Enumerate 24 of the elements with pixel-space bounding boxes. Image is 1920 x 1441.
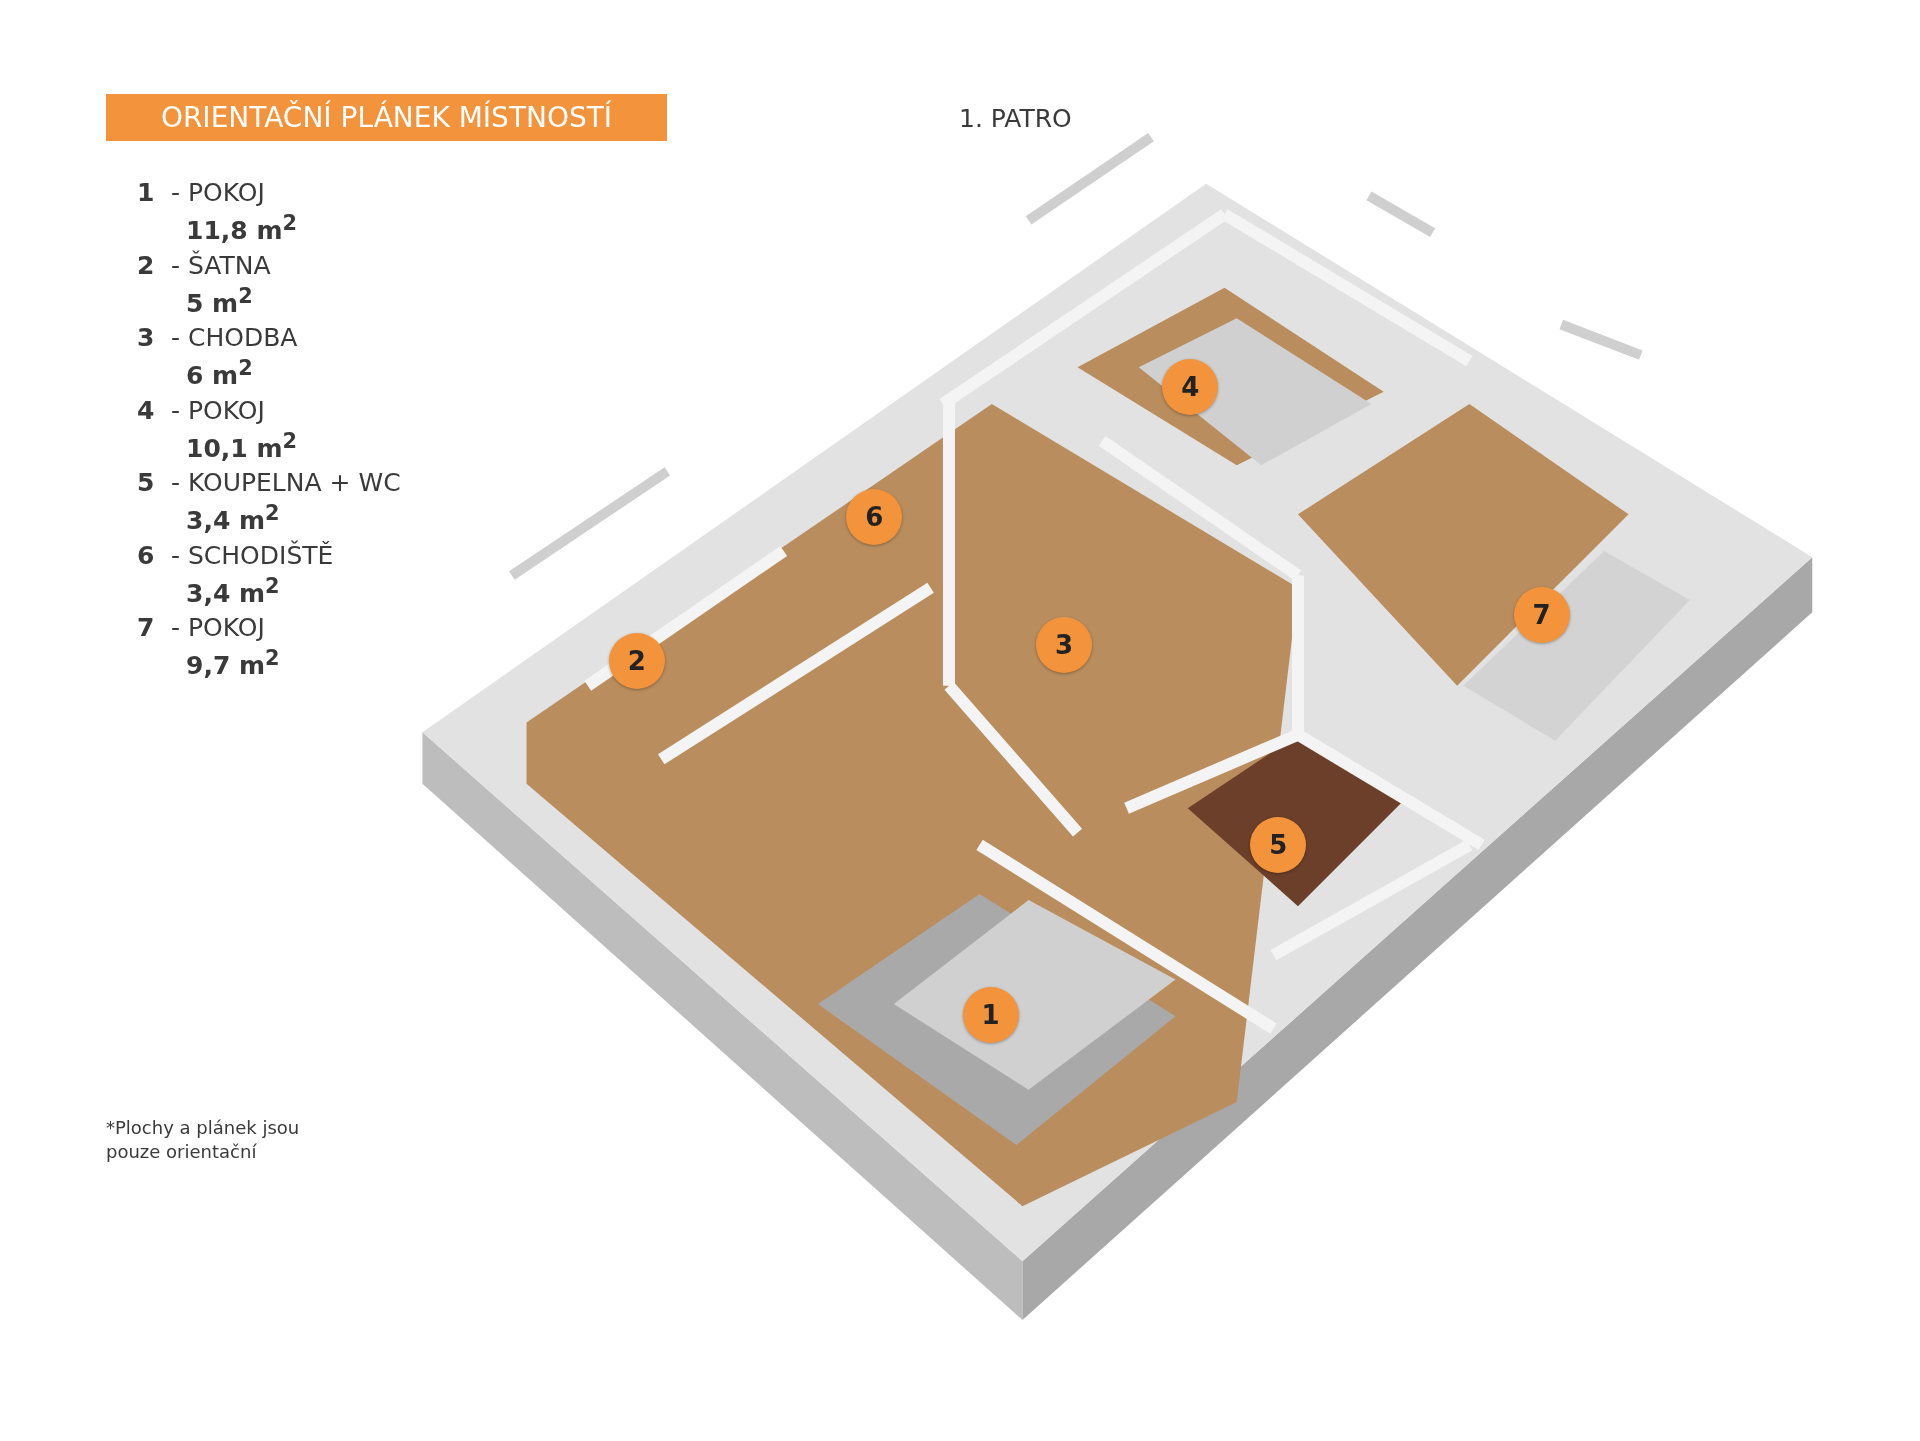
room-name: - CHODBA xyxy=(171,322,298,352)
room-number: 3 xyxy=(137,322,155,352)
room-name: - POKOJ xyxy=(171,395,265,424)
room-name: - POKOJ xyxy=(171,177,265,207)
room-area: 10,1 m$^{2}$ xyxy=(186,428,297,463)
title-banner: ORIENTAČNÍ PLÁNEK MÍSTNOSTÍ xyxy=(106,94,667,141)
room-number: 2 xyxy=(137,250,155,279)
room-area: 9,7 m$^{2}$ xyxy=(186,645,280,681)
room-number: 4 xyxy=(137,395,155,424)
room-area: 11,8 m$^{2}$ xyxy=(186,210,297,246)
room-area: 6 m$^{2}$ xyxy=(186,355,253,391)
room-name: - POKOJ xyxy=(171,612,265,642)
room-number: 6 xyxy=(137,540,155,569)
room-area: 3,4 m$^{2}$ xyxy=(186,573,280,608)
room-name: - SCHODIŠTĚ xyxy=(171,540,334,569)
room-number: 5 xyxy=(137,467,155,497)
room-name: - ŠATNA xyxy=(171,250,271,279)
room-number: 7 xyxy=(137,612,155,642)
room-area: 5 m$^{2}$ xyxy=(186,283,253,318)
room-number: 1 xyxy=(137,177,155,207)
floor-label: 1. PATRO xyxy=(959,103,1072,133)
room-name: - KOUPELNA + WC xyxy=(171,467,401,497)
room-area: 3,4 m$^{2}$ xyxy=(186,500,280,536)
footnote: *Plochy a plánek jsou pouze orientační xyxy=(106,1115,301,1164)
